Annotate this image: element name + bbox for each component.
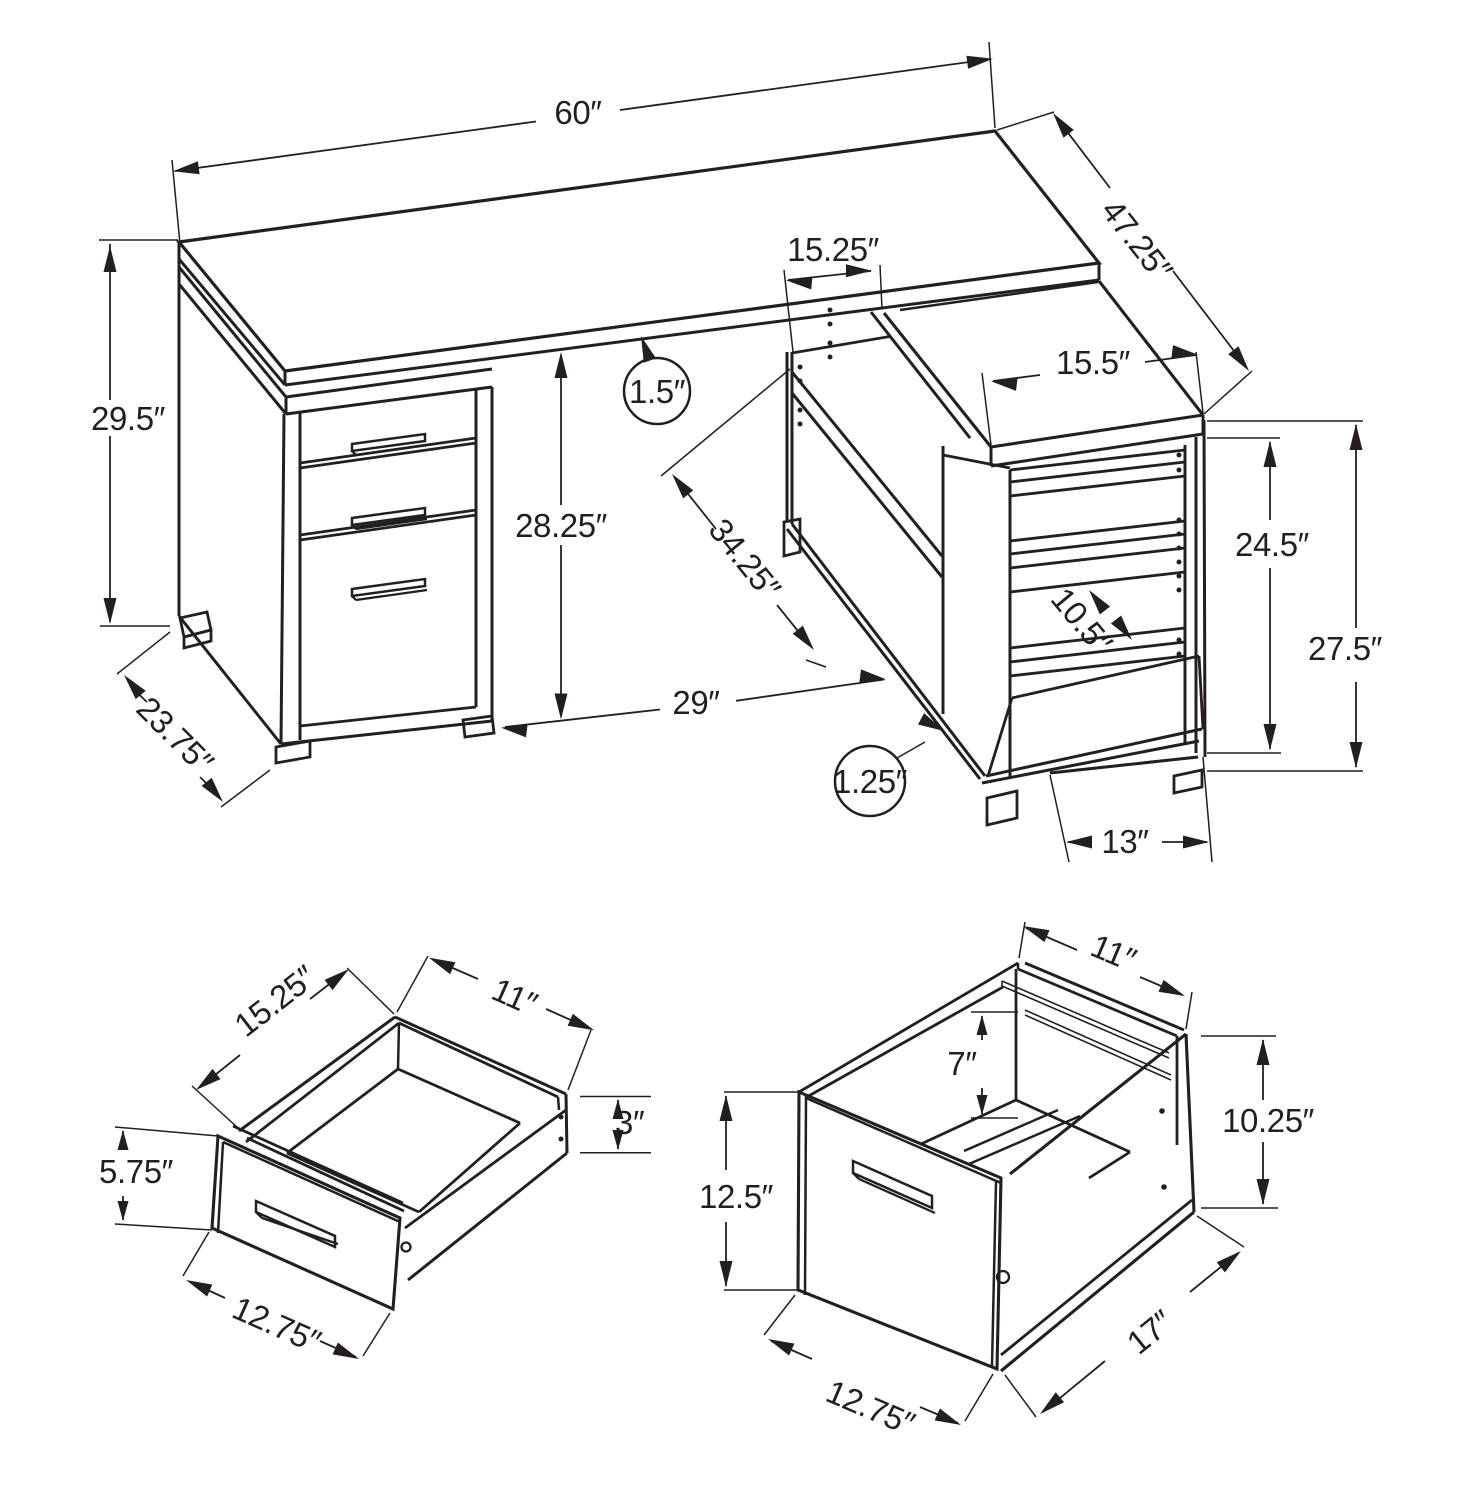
svg-text:1.5″: 1.5″ <box>629 373 686 410</box>
svg-text:27.5″: 27.5″ <box>1308 630 1383 667</box>
svg-text:29.5″: 29.5″ <box>91 400 166 437</box>
svg-text:10.25″: 10.25″ <box>1222 1102 1315 1139</box>
svg-text:1.25″: 1.25″ <box>833 763 908 800</box>
svg-text:12.5″: 12.5″ <box>699 1178 774 1215</box>
svg-text:24.5″: 24.5″ <box>1235 526 1310 563</box>
svg-text:3″: 3″ <box>615 1104 645 1141</box>
svg-text:13″: 13″ <box>1101 823 1149 860</box>
svg-text:60″: 60″ <box>554 94 602 131</box>
svg-text:28.25″: 28.25″ <box>515 507 608 544</box>
svg-text:7″: 7″ <box>947 1045 977 1082</box>
svg-text:15.25″: 15.25″ <box>787 231 880 268</box>
svg-text:15.5″: 15.5″ <box>1056 344 1131 381</box>
svg-text:5.75″: 5.75″ <box>99 1153 174 1190</box>
svg-text:29″: 29″ <box>672 684 720 721</box>
